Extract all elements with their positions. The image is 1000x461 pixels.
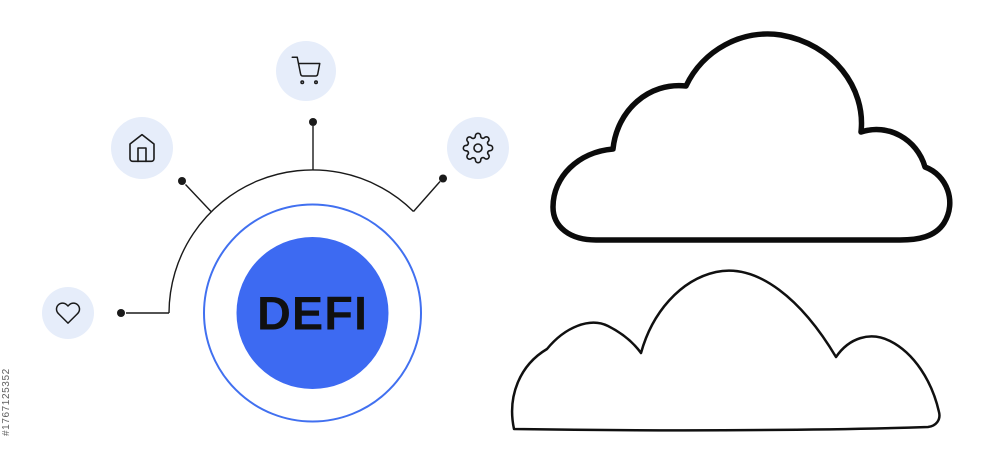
connector-dot-cart <box>309 118 317 126</box>
connector-dot-gear <box>439 174 447 183</box>
connector-line-home <box>184 184 212 212</box>
connector-dot-heart <box>117 309 125 317</box>
connector-arc <box>168 169 414 314</box>
outer-ring <box>203 203 422 423</box>
center-label: DEFI <box>257 287 368 340</box>
gear-node-circle <box>447 117 509 179</box>
cloud-outline-bottom <box>510 269 941 432</box>
heart-node-circle <box>42 287 94 339</box>
gear-node <box>447 117 509 179</box>
clouds-group <box>510 31 953 432</box>
home-icon <box>129 133 155 163</box>
home-node <box>111 117 173 179</box>
cart-node-circle <box>276 41 336 101</box>
heart-icon <box>55 302 81 324</box>
cart-node <box>276 41 336 101</box>
connector-dot-home <box>178 177 186 185</box>
connector-line-gear <box>412 181 441 212</box>
gear-icon <box>462 132 494 164</box>
shopping-cart-icon <box>291 56 321 85</box>
heart-node <box>42 287 94 339</box>
cloud-outline-top <box>550 31 953 243</box>
center-circle <box>236 237 389 389</box>
stock-id-watermark: #1767125352 <box>1 368 12 436</box>
defi-diagram: DEFI <box>42 41 509 423</box>
